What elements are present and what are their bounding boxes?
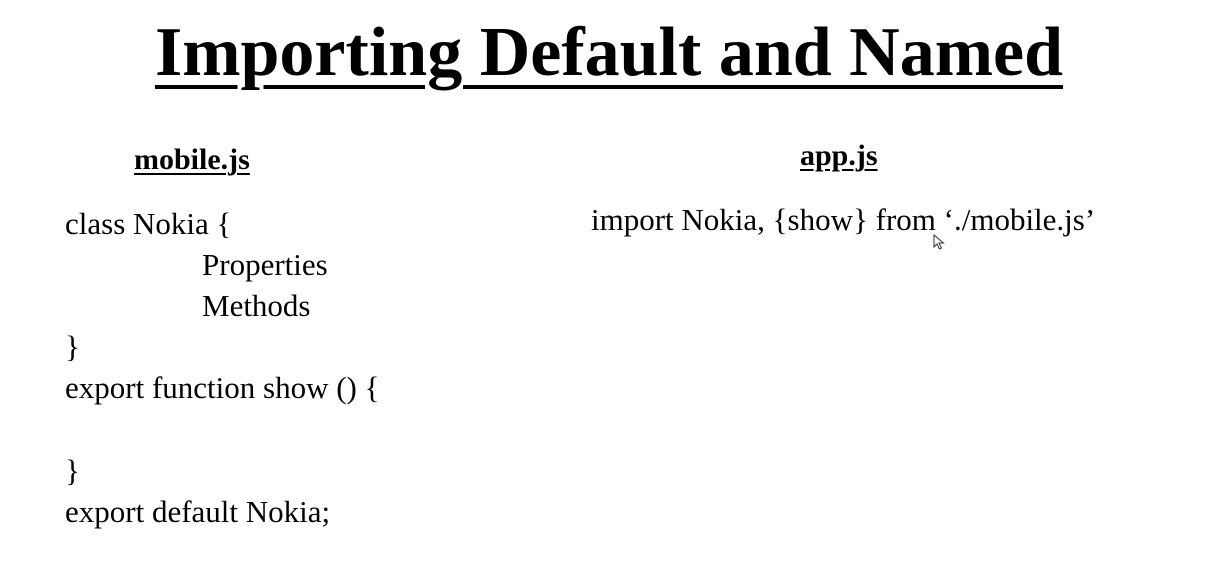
code-line: class Nokia { — [65, 206, 232, 241]
slide-title: Importing Default and Named — [0, 12, 1218, 94]
mobile-js-heading: mobile.js — [134, 143, 250, 176]
code-line: Methods — [202, 288, 311, 323]
app-js-heading: app.js — [800, 139, 878, 172]
code-line: export default Nokia; — [65, 494, 331, 529]
code-line: } — [65, 453, 80, 488]
code-line: Properties — [202, 247, 328, 282]
mouse-pointer-icon — [933, 234, 945, 250]
slide-title-text: Importing Default and Named — [154, 14, 1064, 91]
code-line: export function show () { — [65, 370, 380, 405]
code-line: } — [65, 329, 80, 364]
code-line: import Nokia, {show} from ‘./mobile.js’ — [591, 202, 1096, 237]
